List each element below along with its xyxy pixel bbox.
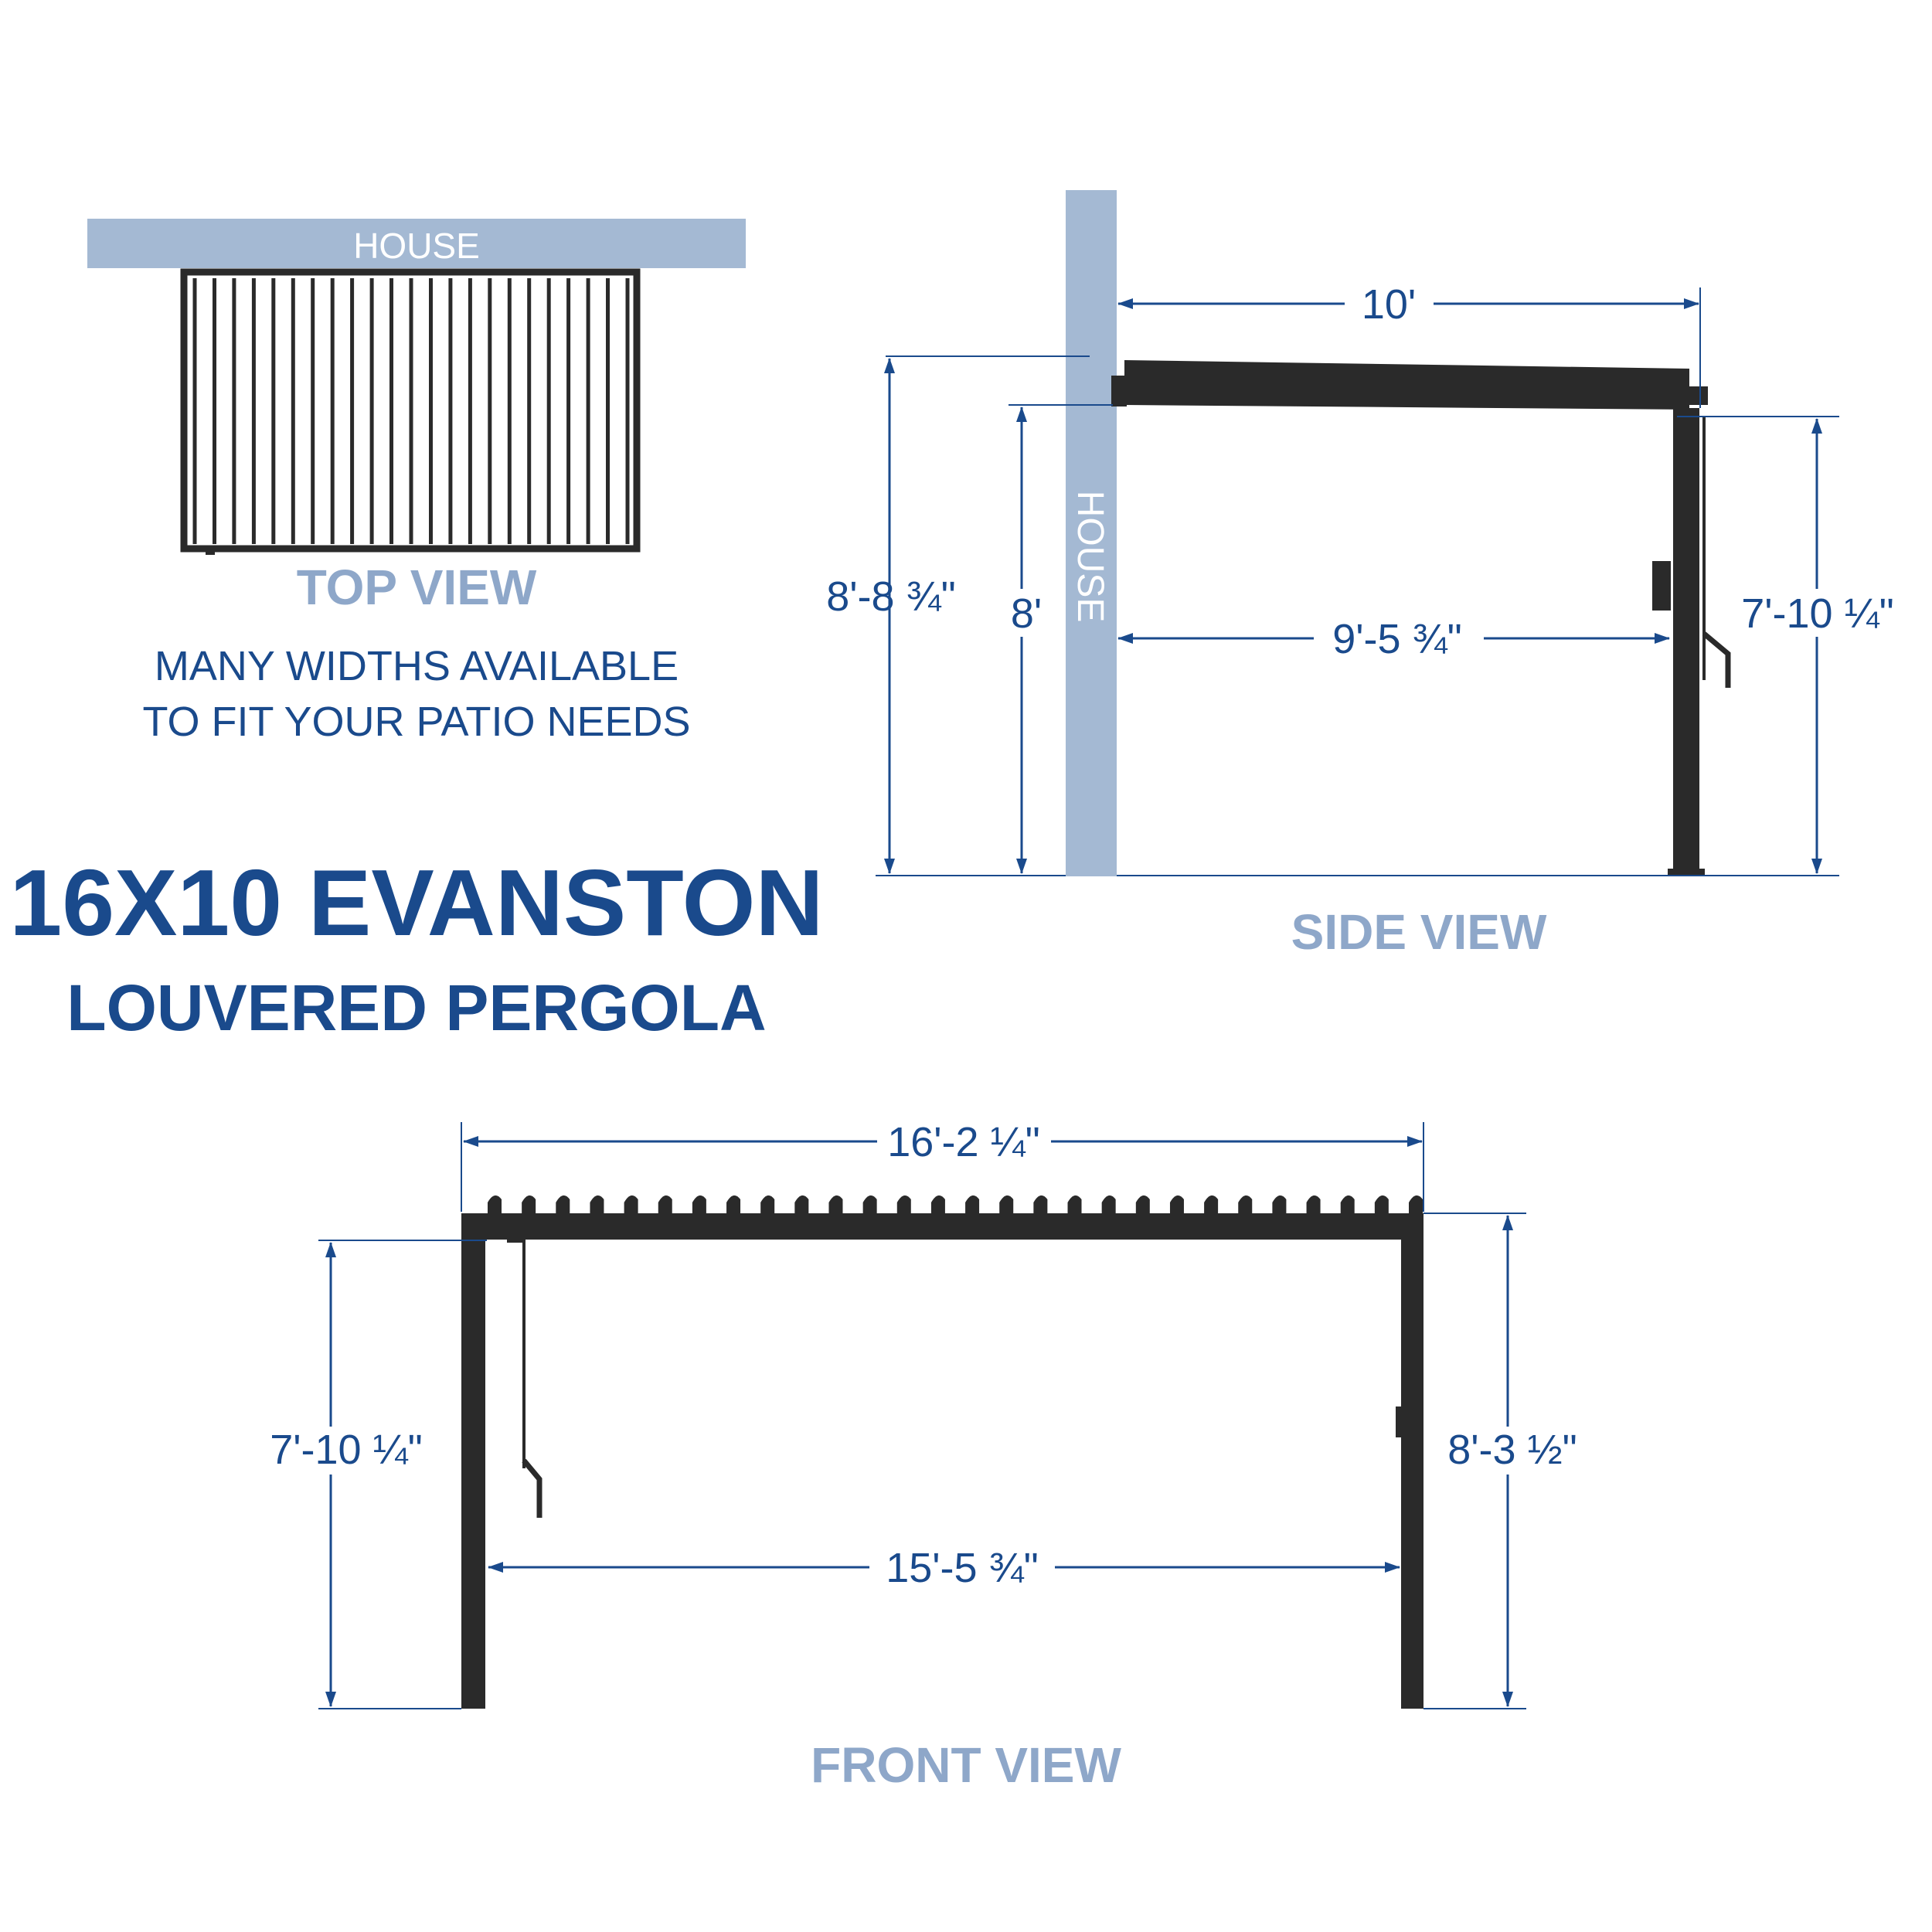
top-view-house-wall	[87, 219, 746, 268]
front-view-louver	[1033, 1195, 1048, 1215]
front-view-dim-total-height-label: 8'-3 ½"	[1447, 1427, 1577, 1473]
front-view-right-post	[1401, 1236, 1423, 1709]
side-view-post	[1673, 408, 1699, 875]
front-view-louver	[1306, 1195, 1321, 1215]
front-view-dim-total-width-label: 16'-2 ¼"	[887, 1119, 1040, 1165]
top-view-title: TOP VIEW	[297, 560, 537, 615]
top-view-bracket	[206, 546, 215, 555]
top-view-frame	[180, 268, 641, 553]
front-view-louver	[1169, 1195, 1184, 1215]
front-view-dim-clear-width-label: 15'-5 ¾"	[886, 1545, 1039, 1591]
top-view-louver	[527, 278, 532, 544]
side-view-dim-clear-depth-label: 9'-5 ¾"	[1332, 616, 1462, 662]
top-view-louver	[350, 278, 355, 544]
top-view-louver	[192, 278, 197, 544]
front-view-louver	[930, 1195, 945, 1215]
side-view-dim-depth-label: 10'	[1362, 281, 1416, 328]
front-view-louver	[999, 1195, 1014, 1215]
front-view-louver	[1101, 1195, 1116, 1215]
front-view-louver	[556, 1195, 570, 1215]
side-view-wall-bracket	[1111, 376, 1127, 406]
front-view-louver	[1272, 1195, 1287, 1215]
top-view-louver	[232, 278, 236, 544]
top-view-louver	[448, 278, 453, 544]
top-view-louver	[369, 278, 374, 544]
top-view-louver	[468, 278, 472, 544]
front-view-louver	[590, 1195, 604, 1215]
front-view-louver	[1409, 1195, 1423, 1215]
front-view-louver	[1374, 1195, 1389, 1215]
top-view-louvers	[192, 278, 630, 544]
front-view-louver	[794, 1195, 809, 1215]
side-view-title: SIDE VIEW	[1291, 904, 1547, 960]
top-view-louver	[507, 278, 512, 544]
front-view-dim-clear-height-gap	[263, 1427, 433, 1475]
front-view-louver	[692, 1195, 706, 1215]
top-view-louver	[625, 278, 630, 544]
top-view-house-label: HOUSE	[353, 226, 480, 266]
side-view-roof-beam	[1124, 360, 1689, 410]
top-view-louver	[488, 278, 492, 544]
top-view-louver	[429, 278, 433, 544]
product-title: 16X10 EVANSTON	[9, 850, 823, 955]
side-view-dim-post-height-gap	[1740, 589, 1895, 637]
side-view-dim-wall-height-gap	[1005, 589, 1039, 637]
front-view-louver	[965, 1195, 980, 1215]
top-view-caption-line1: MANY WIDTHS AVAILABLE	[155, 643, 679, 689]
front-view-louver	[1238, 1195, 1253, 1215]
front-view-louver	[488, 1195, 502, 1215]
top-view-louver	[271, 278, 276, 544]
front-view-louver	[760, 1195, 775, 1215]
top-view-louver	[291, 278, 295, 544]
front-view: 16'-2 ¼" 7'-10 ¼" 8'-3 ½" 15'-5 ¾" FRONT…	[263, 1119, 1592, 1793]
side-view-house-wall	[1066, 190, 1117, 876]
front-view-title: FRONT VIEW	[811, 1737, 1121, 1793]
top-view-louver	[311, 278, 315, 544]
front-view-louver	[862, 1195, 877, 1215]
top-view-louver	[330, 278, 335, 544]
side-view-post-foot	[1668, 869, 1705, 875]
top-view-louver	[546, 278, 551, 544]
side-view: HOUSE 10' 8'-8 ¾" 8' 9'-5 ¾"	[826, 190, 1895, 960]
front-view-louver	[1135, 1195, 1150, 1215]
front-view-dim-clear-height-label: 7'-10 ¼"	[270, 1427, 423, 1473]
front-view-dim-total-height-gap	[1437, 1427, 1592, 1475]
top-view-louver	[389, 278, 393, 544]
front-view-louver	[624, 1195, 638, 1215]
top-view-louver	[213, 278, 216, 544]
front-view-louver	[522, 1195, 536, 1215]
top-view: HOUSE TOP VIEW MANY WIDTHS AVAILABLE TO …	[87, 219, 746, 745]
front-view-louver	[658, 1195, 672, 1215]
top-view-louver	[586, 278, 590, 544]
front-view-crank-handle	[522, 1458, 543, 1518]
front-view-louver	[726, 1195, 741, 1215]
side-view-dim-wall-height-label: 8'	[1011, 590, 1042, 637]
side-view-motor-box	[1652, 561, 1671, 611]
top-view-louver	[251, 278, 256, 544]
front-view-louvers	[488, 1195, 1423, 1215]
side-view-dim-total-height-label: 8'-8 ¾"	[826, 573, 956, 620]
top-view-louver	[606, 278, 610, 544]
front-view-louver	[828, 1195, 843, 1215]
side-view-crank-handle	[1702, 631, 1731, 688]
top-view-caption-line2: TO FIT YOUR PATIO NEEDS	[142, 699, 690, 745]
front-view-top-beam	[461, 1213, 1423, 1240]
side-view-house-label: HOUSE	[1070, 491, 1111, 623]
front-view-louver	[896, 1195, 911, 1215]
front-view-louver	[1067, 1195, 1082, 1215]
front-view-louver	[1204, 1195, 1219, 1215]
top-view-louver	[566, 278, 571, 544]
side-view-dim-post-height-label: 7'-10 ¼"	[1741, 590, 1894, 637]
product-subtitle: LOUVERED PERGOLA	[66, 971, 766, 1044]
top-view-louver	[409, 278, 413, 544]
front-view-left-post	[461, 1236, 485, 1709]
front-view-right-post-bracket	[1396, 1406, 1402, 1437]
front-view-louver	[1340, 1195, 1355, 1215]
